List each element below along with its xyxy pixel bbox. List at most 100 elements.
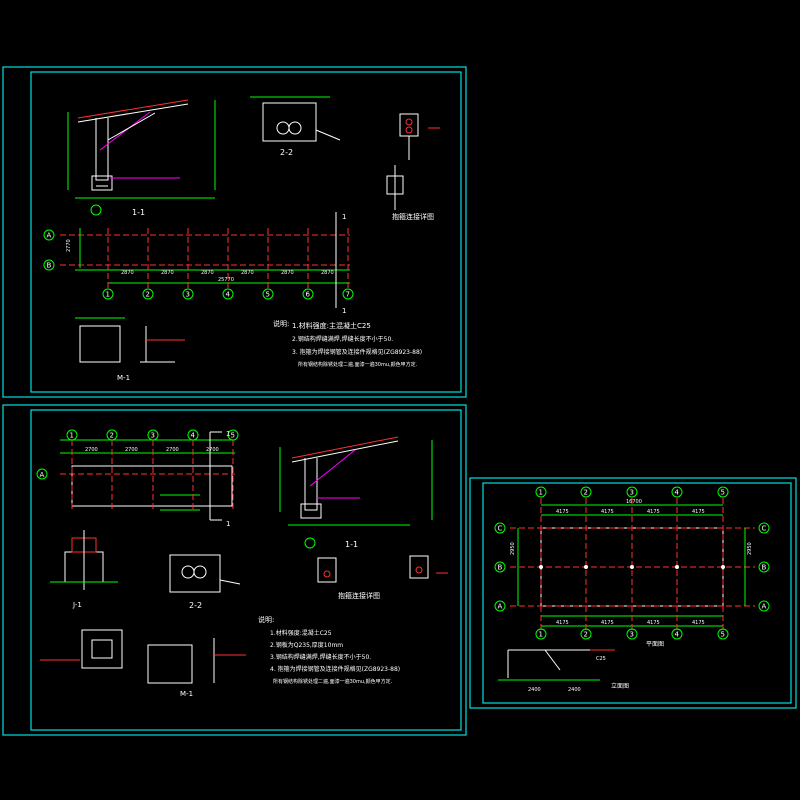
sheet-2-base-plate [40,629,123,669]
sheet-3-side-dim-right: 2950 [747,542,753,555]
sheet-1-row-dim: 2770 [66,239,72,252]
sheet-2-note-3: 3.钢结构焊缝满焊,焊缝长度不小于50. [270,653,371,661]
sheet-3-span-dim-bottom-1: 4175 [556,620,569,626]
sheet-2-section-label: 1-1 [345,540,358,549]
sheet-1-grid-row-A-label: A [47,232,52,240]
sheet-3: 1122334455417541754175417541754175417541… [469,477,797,709]
sheet-1-note-4: 所有钢结构除锈处理二遍,面漆一遍30mu,颜色甲方定. [298,361,418,368]
sheet-2-grid-col-5-bubble [227,429,239,441]
sheet-1-grid-rows: AB [43,229,55,271]
sheet-2-grid-col-2-label: 2 [110,432,114,440]
sheet-2-outer-frame [2,404,467,736]
sheet-3-column-point-1 [539,565,543,569]
sheet-2-section-mark-top: 1 [226,430,230,438]
sheet-3-grid-col-bottom-3-bubble [626,628,638,640]
sheet-2-section-mark-bottom: 1 [226,520,230,528]
sheet-1-grid-row-A-bubble [43,229,55,241]
sheet-3-grid-col-bottom-2-label: 2 [584,631,588,639]
sheet-1-canopy-section [67,99,216,199]
sheet-1-grid-col-3-bubble [182,288,194,300]
sheet-3-column-point-3 [630,565,634,569]
sheet-1-span-dim-3: 2870 [201,270,214,276]
sheet-3-grid-col-bottom-3-label: 3 [630,631,634,639]
sheet-3-span-dim-bottom-3: 4175 [647,620,660,626]
sheet-1-detail-2-2 [250,96,341,142]
sheet-3-span-dim-top-3: 4175 [647,509,660,515]
sheet-1-grid-col-7-bubble [342,288,354,300]
sheet-1-grid-col-2-bubble [142,288,154,300]
sheet-3-grid-col-top-4-label: 4 [675,489,680,497]
sheet-2-span-dim-3: 2700 [166,447,179,453]
sheet-1-notes-title: 说明: [273,319,289,328]
sheet-2-axis-a-label: A [40,471,45,479]
sheet-2-detail-label: 2-2 [189,601,202,610]
sheet-2-axis-a-bubble [36,468,48,480]
sheet-3-grid-row-right-C-label: C [762,525,767,533]
sheet-3-grid-row-left-B-bubble [494,561,506,573]
sheet-1-connection-title: 抱箍连接详图 [392,212,434,221]
sheet-3-column-point-4 [675,565,679,569]
sheet-3-grid-col-top-2-bubble [580,486,592,498]
sheet-3-grid-row-right-B-label: B [762,564,767,572]
sheet-2-detail-2-2 [169,554,241,593]
sheet-2-grid-col-5-label: 5 [231,432,235,440]
sheet-1-grid-row-B-label: B [47,262,52,270]
sheet-3-grid-col-top-5-bubble [717,486,729,498]
sheet-2-grid-col-1-bubble [66,429,78,441]
sheet-3-elev-dim-1: 2400 [528,687,541,693]
sheet-1-section-mark-bottom: 1 [342,307,346,315]
sheet-1-connection-detail [386,113,440,210]
sheet-3-span-dim-top-4: 4175 [692,509,705,515]
sheet-3-span-dim-top-1: 4175 [556,509,569,515]
sheet-3-total-dim: 16700 [626,499,642,505]
sheet-3-elev-tag: C25 [596,656,606,662]
sheet-3-outer-frame [469,477,797,709]
sheet-3-grid-col-top-4-bubble [671,486,683,498]
sheet-1-grid-col-5-label: 5 [266,291,270,299]
sheet-2-grid-col-4-bubble [187,429,199,441]
sheet-1-grid-row-B-bubble [43,259,55,271]
sheet-2-connection-title: 抱箍连接详图 [338,591,380,600]
sheet-2-grid-col-2-bubble [106,429,118,441]
sheet-3-grid-col-top-2-label: 2 [584,489,588,497]
sheet-2-grid-col-3-bubble [147,429,159,441]
sheet-3-column-point-2 [584,565,588,569]
sheet-3-grid-row-left-C-bubble [494,522,506,534]
sheet-2-axis-a-section-bubble [304,537,316,549]
sheet-1-grid-col-7-label: 7 [346,291,350,299]
sheet-3-span-dim-bottom-2: 4175 [601,620,614,626]
sheet-3-elev-label: 立面图 [611,682,629,690]
sheet-3-grid-col-top-5-label: 5 [721,489,725,497]
sheet-2-span-dim-2: 2700 [125,447,138,453]
sheet-1-grid-col-6-label: 6 [306,291,311,299]
sheet-3-elev-dim-2: 2400 [568,687,581,693]
sheet-1-grid-col-3-label: 3 [186,291,190,299]
sheet-1-section-label: 1-1 [132,208,145,217]
sheet-1-grid-col-5-bubble [262,288,274,300]
sheet-2-foundation-j1 [50,530,118,590]
sheet-3-grid-row-right-B-bubble [758,561,770,573]
sheet-1-span-dim-1: 2870 [121,270,134,276]
sheet-3-grid-col-top-1-bubble [535,486,547,498]
sheet-3-grid-columns: 1122334455417541754175417541754175417541… [535,486,729,640]
sheet-3-grid-col-top-1-label: 1 [539,489,543,497]
sheet-1-span-dim-4: 2870 [241,270,254,276]
sheet-1-inner-frame [30,71,462,393]
sheet-1-cap-m1 [75,317,185,363]
sheet-1-grid-col-1-label: 1 [106,291,110,299]
sheet-2-notes-title: 说明: [258,615,274,624]
sheet-3-grid-row-left-C-label: C [498,525,503,533]
sheet-2-j1-label: J-1 [72,601,82,609]
sheet-3-grid-col-top-3-bubble [626,486,638,498]
sheet-3-grid-row-right-A-bubble [758,600,770,612]
sheet-2-canopy-section [279,436,433,526]
sheet-3-grid-col-bottom-5-bubble [717,628,729,640]
sheet-2-grid-col-4-label: 4 [191,432,196,440]
sheet-3-inner-frame [482,482,792,704]
